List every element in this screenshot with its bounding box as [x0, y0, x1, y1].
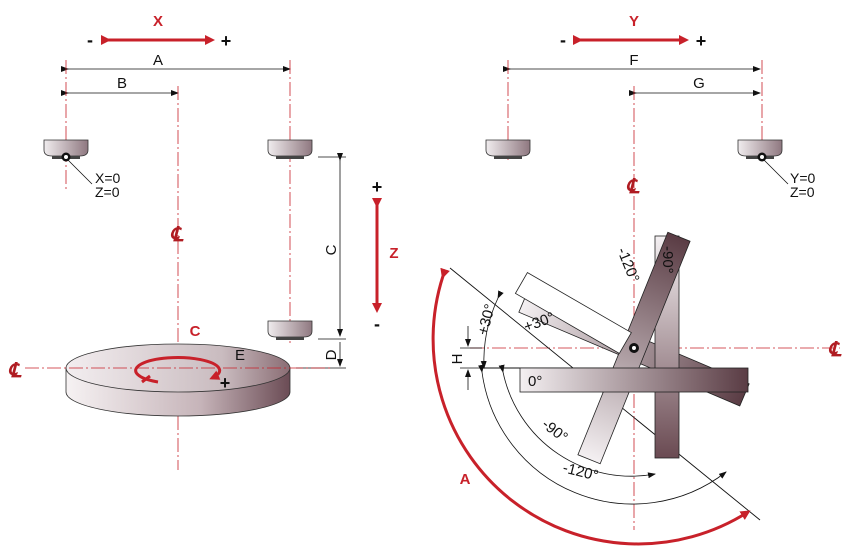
- dim-a-label: A: [153, 52, 163, 69]
- origin-leader: [67, 159, 93, 185]
- z-plus-sign: +: [372, 177, 383, 197]
- y-minus-sign: -: [560, 30, 566, 50]
- x-minus-sign: -: [87, 30, 93, 50]
- dim-b-label: B: [117, 75, 127, 92]
- right-view: Y - + F G Y=0 Z=0 ℄ ℄: [431, 13, 842, 546]
- left-view: X - + A B X=0 Z=0: [8, 13, 399, 470]
- centerline-symbol-left: ℄: [8, 360, 22, 382]
- tool-holder-origin: [43, 139, 89, 162]
- label-minus90-arc: -90°: [539, 416, 571, 446]
- dim-g-label: G: [693, 75, 705, 92]
- z-zero-right-label: Z=0: [790, 184, 815, 200]
- right-origin-leader: [763, 159, 789, 185]
- y-plus-sign: +: [696, 31, 707, 51]
- label-minus90-bar: -90°: [659, 246, 676, 274]
- tool-holder-right-left: [485, 139, 531, 159]
- dim-d-label: D: [323, 349, 340, 360]
- tool-holder-top: [267, 139, 313, 159]
- c-rotation-tail: [141, 374, 151, 384]
- label-minus120-bar: -120°: [613, 245, 642, 285]
- centerline-symbol-a-axis: ℄: [626, 176, 640, 198]
- label-minus120-arc: -120°: [561, 459, 600, 484]
- dim-e-label: E: [235, 347, 245, 364]
- c-rotation-arrow: [134, 356, 222, 384]
- dim-h-label: H: [449, 354, 466, 365]
- c-axis-label: C: [190, 323, 201, 340]
- x-zero-label: X=0: [95, 170, 121, 186]
- tool-holder-right-origin: [737, 139, 783, 162]
- y-axis-label: Y: [629, 13, 639, 30]
- centerline-symbol-right: ℄: [828, 339, 842, 361]
- bar-zero: [519, 367, 749, 393]
- y-zero-label: Y=0: [790, 170, 816, 186]
- dim-c-label: C: [323, 244, 340, 255]
- z-zero-left-label: Z=0: [95, 184, 120, 200]
- x-plus-sign: +: [221, 31, 232, 51]
- z-minus-sign: -: [374, 314, 380, 334]
- tool-holder-bottom: [267, 320, 313, 340]
- dim-f-label: F: [629, 52, 638, 69]
- label-zero-deg: 0°: [528, 373, 542, 390]
- a-axis-rotation-arrow: [431, 267, 751, 546]
- label-plus30-arc: +30°: [474, 302, 499, 337]
- rotary-table: [65, 343, 291, 417]
- c-plus-sign: +: [220, 373, 231, 393]
- x-axis-label: X: [153, 13, 163, 30]
- z-axis-label: Z: [389, 245, 398, 262]
- centerline-symbol-rotary: ℄: [170, 224, 184, 246]
- a-axis-label: A: [460, 471, 471, 488]
